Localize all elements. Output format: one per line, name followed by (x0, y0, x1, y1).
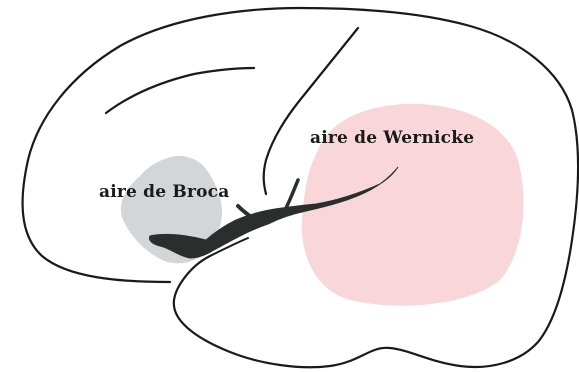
frontal-sulcus (106, 68, 254, 113)
broca-area-label: aire de Broca (99, 182, 229, 202)
fissure-branch-upper (286, 180, 298, 208)
wernicke-area-label: aire de Wernicke (310, 128, 474, 148)
